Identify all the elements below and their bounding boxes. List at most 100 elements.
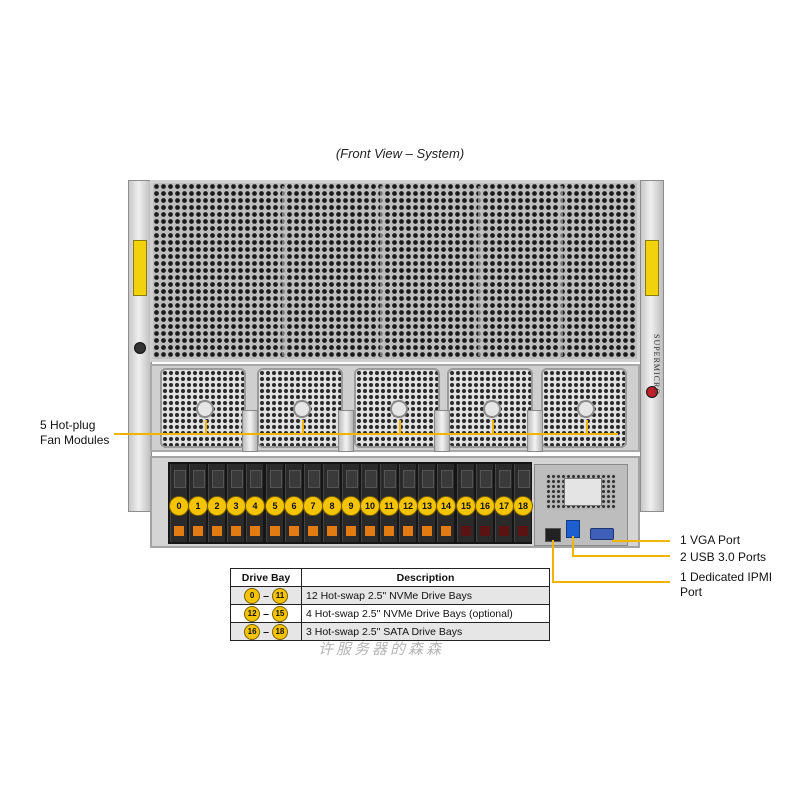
ipmi-leader-drop [552,540,554,582]
fan-handle [338,410,354,452]
warning-label-left [133,240,147,296]
drive-latch-icon [422,470,434,488]
fan-hub-icon [293,400,311,418]
drive-number: 2 [207,496,227,516]
vga-port-icon [590,528,614,540]
drive-latch-icon [403,470,415,488]
drive-number: 15 [456,496,476,516]
bay-chip: 11 [271,587,288,604]
ipmi-callout-line-1: 1 Dedicated IPMI [680,570,773,584]
drive-tab-icon [289,526,299,536]
gpu-seam [380,186,383,356]
drive-tab-icon [422,526,432,536]
drive-latch-icon [518,470,530,488]
gpu-seam [478,186,481,356]
watermark: 许服务器的森森 [318,640,445,658]
status-led-icon [646,386,658,398]
bay-chip: 12 [244,605,261,622]
table-row: 0–11 12 Hot-swap 2.5" NVMe Drive Bays [230,586,550,605]
drive-latch-icon [250,470,262,488]
ipmi-callout-line-2: Port [680,585,703,599]
drive-number: 1 [188,496,208,516]
drive-latch-icon [212,470,224,488]
ipmi-leader-line [552,581,670,583]
fan-callout-line-2: Fan Modules [40,433,110,447]
drive-tab-icon [499,526,509,536]
drive-tab-icon [270,526,280,536]
drive-number: 16 [475,496,495,516]
drive-number: 7 [303,496,323,516]
drive-tab-icon [403,526,413,536]
drive-number: 10 [360,496,380,516]
drive-tab-icon [174,526,184,536]
fan-leader-tick [586,420,588,434]
bay-description: 4 Hot-swap 2.5" NVMe Drive Bays (optiona… [301,604,550,623]
drive-number: 14 [436,496,456,516]
drive-tab-icon [461,526,471,536]
drive-latch-icon [499,470,511,488]
fan-callout-line-1: 5 Hot-plug [40,418,96,432]
fan-callout-label: 5 Hot-plug Fan Modules [40,418,109,448]
drive-tab-icon [441,526,451,536]
range-dash: – [263,625,269,638]
usb-leader-drop [572,536,574,556]
fan-handle [527,410,543,452]
bay-range: 0–11 [230,586,302,605]
gpu-seam [282,186,285,356]
drive-number: 5 [265,496,285,516]
fan-leader-tick [492,420,494,434]
table-row: 12–15 4 Hot-swap 2.5" NVMe Drive Bays (o… [230,604,550,623]
bay-description: 3 Hot-swap 2.5" SATA Drive Bays [301,622,550,641]
drive-tab-icon [212,526,222,536]
gpu-bay-mesh [150,180,640,362]
range-dash: – [263,607,269,620]
warning-label-right [645,240,659,296]
drive-number: 6 [284,496,304,516]
drive-number: 0 [169,496,189,516]
drive-latch-icon [365,470,377,488]
drive-latch-icon [441,470,453,488]
bay-chip: 15 [271,605,288,622]
brand-logo: SUPERMICRO [652,334,661,396]
fan-hub-icon [483,400,501,418]
drive-number: 11 [379,496,399,516]
drive-latch-icon [461,470,473,488]
fan-handle [434,410,450,452]
drive-number: 4 [245,496,265,516]
bay-chip: 18 [271,623,288,640]
drive-latch-icon [384,470,396,488]
drive-number: 8 [322,496,342,516]
usb-leader-line [572,555,670,557]
drive-tab-icon [308,526,318,536]
bay-description: 12 Hot-swap 2.5" NVMe Drive Bays [301,586,550,605]
vga-leader-line [612,540,670,542]
bay-chip: 0 [244,587,261,604]
drive-tab-icon [193,526,203,536]
fan-leader-tick [205,420,207,434]
drive-latch-icon [289,470,301,488]
drive-tab-icon [518,526,528,536]
drive-number: 9 [341,496,361,516]
drive-tab-icon [384,526,394,536]
table-header-row: Drive Bay Description [230,568,550,587]
drive-tab-icon [231,526,241,536]
range-dash: – [263,589,269,602]
right-rack-ear [640,180,664,512]
fan-hub-icon [577,400,595,418]
drive-tab-icon [346,526,356,536]
drive-number: 17 [494,496,514,516]
header-drive-bay: Drive Bay [230,568,302,587]
drive-bay-table: Drive Bay Description 0–11 12 Hot-swap 2… [230,568,550,641]
drive-number: 12 [398,496,418,516]
fan-hub-icon [390,400,408,418]
power-button-icon [134,342,146,354]
fan-leader-tick [399,420,401,434]
bay-chip: 16 [244,623,261,640]
fan-leader-tick [302,420,304,434]
drive-latch-icon [346,470,358,488]
drive-latch-icon [174,470,186,488]
drive-tab-icon [250,526,260,536]
figure-caption: (Front View – System) [335,146,465,161]
drive-number: 13 [417,496,437,516]
drive-number: 3 [226,496,246,516]
